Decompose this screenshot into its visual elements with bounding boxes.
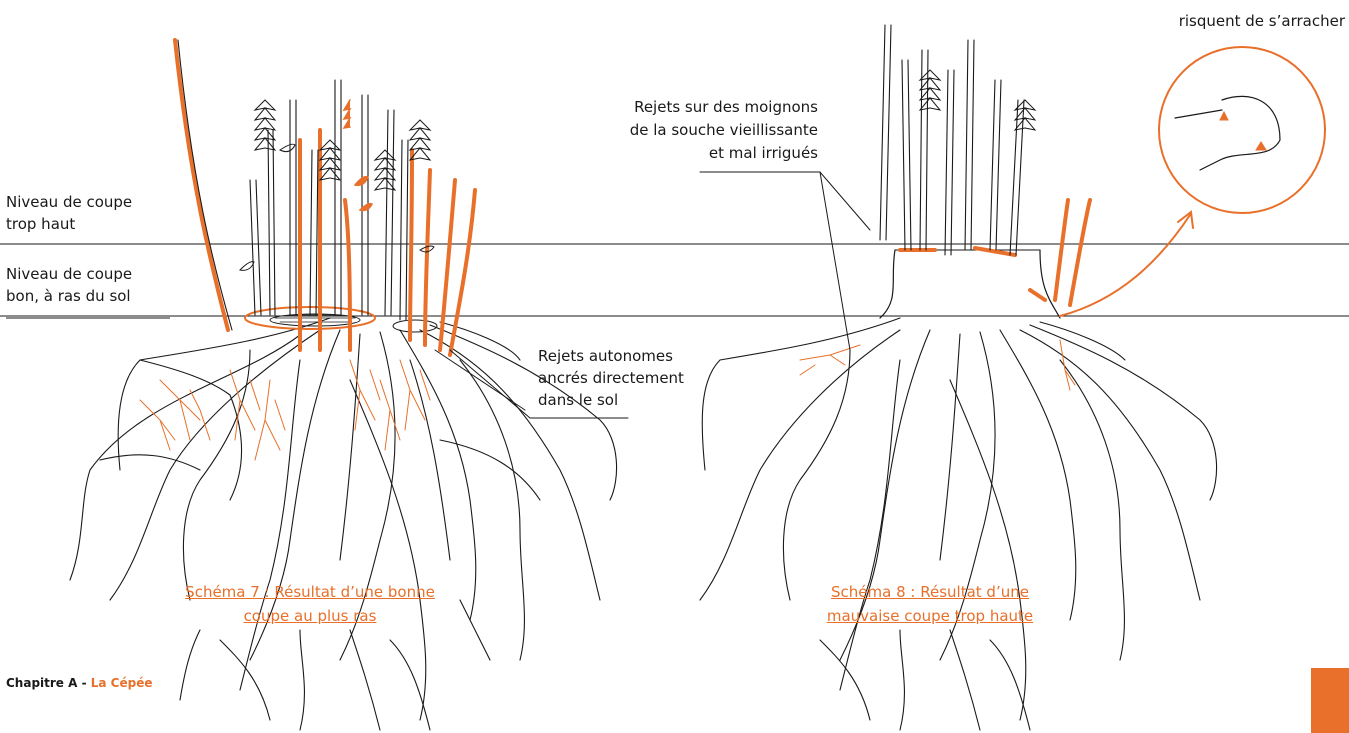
caption-schema8-line1: Schéma 8 : Résultat d’une [760,581,1100,603]
footer-chapter: Chapitre A - La Cépée [6,676,152,690]
caption-schema7-line1: Schéma 7 : Résultat d’une bonne [140,581,480,603]
label-level-good-1: Niveau de coupe [6,263,132,285]
label-autonomous-2: ancrés directement [538,367,684,389]
label-stumps-2: de la souche vieillissante [598,119,818,141]
footer-chapter-title: La Cépée [91,676,153,690]
label-autonomous-3: dans le sol [538,389,618,411]
footer-chapter-prefix: Chapitre A - [6,676,91,690]
label-level-too-high-2: trop haut [6,213,75,235]
chapter-tab [1311,668,1349,733]
caption-schema7-line2: coupe au plus ras [140,605,480,627]
label-autonomous-1: Rejets autonomes [538,345,673,367]
label-stumps-3: et mal irrigués [598,142,818,164]
caption-schema8-line2: mauvaise coupe trop haute [760,605,1100,627]
label-level-good-2: bon, à ras du sol [6,285,131,307]
label-level-too-high-1: Niveau de coupe [6,191,132,213]
label-tear-risk: risquent de s’arracher [1100,10,1345,32]
label-stumps-1: Rejets sur des moignons [598,96,818,118]
